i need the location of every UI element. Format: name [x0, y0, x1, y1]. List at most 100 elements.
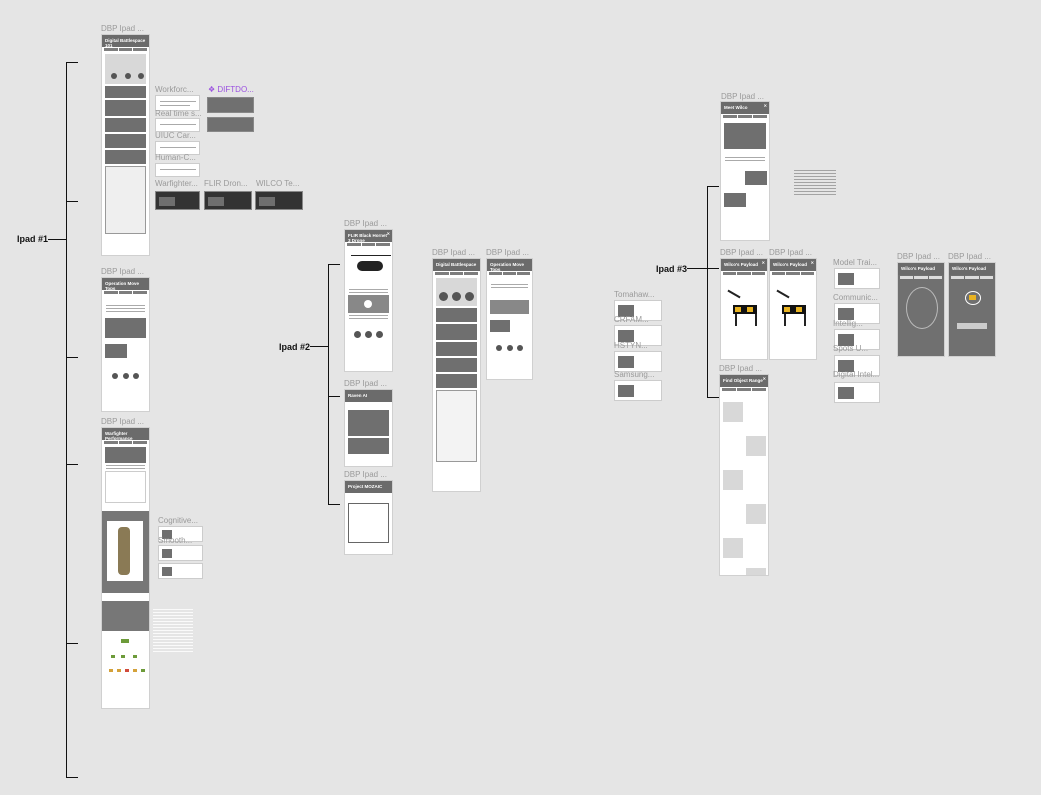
- frame-header: Wilco's Payload: [898, 263, 944, 275]
- annotation-text: [794, 170, 836, 196]
- frame-label[interactable]: WILCO Te...: [256, 179, 300, 188]
- frame-label[interactable]: Human-C...: [155, 153, 196, 162]
- bracket-tick: [707, 397, 719, 398]
- tab-bar[interactable]: [102, 290, 149, 295]
- frame-label[interactable]: Smooth...: [158, 536, 193, 545]
- bracket-vertical: [328, 264, 329, 505]
- tab-bar[interactable]: [102, 47, 149, 52]
- popup-card[interactable]: [155, 118, 200, 132]
- popup-card[interactable]: [158, 526, 203, 542]
- frame-label[interactable]: DBP Ipad ...: [101, 417, 144, 426]
- content-block: [105, 86, 146, 98]
- frame-header: Digital Battlespace: [433, 259, 480, 271]
- frame-label[interactable]: DBP Ipad ...: [897, 252, 940, 261]
- intro-panel: [105, 54, 146, 84]
- popup-card[interactable]: [158, 545, 203, 561]
- component-label[interactable]: ❖ DIFTDO...: [208, 85, 254, 94]
- frame-label[interactable]: Workforc...: [155, 85, 194, 94]
- cbrn-panel: [105, 166, 146, 234]
- frame-header: Raven AI: [345, 390, 392, 402]
- frame-label[interactable]: UIUC Car...: [155, 131, 196, 140]
- circles-row: [105, 366, 146, 382]
- frame-label[interactable]: Tomahaw...: [614, 290, 655, 299]
- ipad-frame-meet-wilco[interactable]: Meet Wilco✕: [720, 101, 770, 241]
- bracket-connector: [687, 268, 707, 269]
- frame-label[interactable]: Spots U...: [833, 344, 869, 353]
- popup-card[interactable]: [207, 97, 254, 113]
- frame-label[interactable]: Cognitive...: [158, 516, 199, 525]
- frame-label[interactable]: DBP Ipad ...: [721, 92, 764, 101]
- ipad-frame-wilco-payload-2[interactable]: Wilco's Payload✕: [769, 258, 817, 360]
- bracket-tick: [707, 186, 719, 187]
- frame-label[interactable]: DBP Ipad ...: [486, 248, 529, 257]
- frame-label[interactable]: Warfighter...: [155, 179, 198, 188]
- ipad-frame-wilco-payload[interactable]: Wilco's Payload✕: [720, 258, 768, 360]
- ipad-frame-wilco-payload-3[interactable]: Wilco's Payload: [897, 262, 945, 357]
- ipad-frame-mozaic[interactable]: Project MOZAIC: [344, 480, 393, 555]
- frame-label[interactable]: DBP Ipad ...: [432, 248, 475, 257]
- popup-card[interactable]: [834, 355, 880, 376]
- content-block: [105, 118, 146, 132]
- popup-card[interactable]: [614, 325, 662, 346]
- popup-card[interactable]: [834, 268, 880, 289]
- soldier-panel: [102, 511, 149, 593]
- content-block: [105, 344, 127, 358]
- popup-card[interactable]: [204, 191, 252, 210]
- frame-label[interactable]: Samsung...: [614, 370, 655, 379]
- org-chart: [105, 635, 146, 693]
- robot-dog-image: [725, 289, 765, 331]
- bracket-connector: [48, 239, 66, 240]
- bracket-tick: [66, 464, 78, 465]
- popup-card[interactable]: [834, 329, 880, 350]
- frame-label[interactable]: Real time s...: [155, 109, 202, 118]
- frame-label[interactable]: DBP Ipad ...: [101, 24, 144, 33]
- group-label-ipad1: Ipad #1: [17, 234, 49, 244]
- popup-card[interactable]: [158, 563, 203, 579]
- ipad-frame-raven[interactable]: Raven AI: [344, 389, 393, 467]
- popup-card[interactable]: [834, 382, 880, 403]
- frame-label[interactable]: Communic...: [833, 293, 878, 302]
- frame-label[interactable]: Model Trai...: [833, 258, 878, 267]
- map-block: [105, 318, 146, 338]
- frame-label[interactable]: DBP Ipad ...: [344, 219, 387, 228]
- frame-label[interactable]: FLIR Dron...: [204, 179, 248, 188]
- bracket-tick: [707, 268, 719, 269]
- ipad-frame-digital-battlespace-2[interactable]: Digital Battlespace: [432, 258, 481, 492]
- frame-label[interactable]: DBP Ipad ...: [101, 267, 144, 276]
- popup-card[interactable]: [155, 95, 200, 111]
- frame-header: Wilco's Payload: [949, 263, 995, 275]
- frame-label[interactable]: CRFAM...: [614, 315, 649, 324]
- bracket-vertical: [707, 186, 708, 397]
- frame-label[interactable]: DBP Ipad ...: [948, 252, 991, 261]
- group-label-ipad3: Ipad #3: [656, 264, 688, 274]
- frame-label[interactable]: DBP Ipad ...: [344, 470, 387, 479]
- frame-label[interactable]: DBP Ipad ...: [769, 248, 812, 257]
- ipad-frame-operation-move-2[interactable]: Operation Move Tops: [486, 258, 533, 380]
- tab-bar[interactable]: [102, 440, 149, 445]
- popup-card[interactable]: [155, 163, 200, 177]
- ipad-frame-wilco-payload-4[interactable]: Wilco's Payload: [948, 262, 996, 357]
- frame-label[interactable]: Digital Intel...: [833, 370, 880, 379]
- popup-card[interactable]: [834, 303, 880, 324]
- frame-label[interactable]: HSTYN...: [614, 341, 648, 350]
- mission-report: [436, 390, 477, 462]
- popup-card[interactable]: [614, 300, 662, 321]
- frame-label[interactable]: DBP Ipad ...: [719, 364, 762, 373]
- popup-card[interactable]: [155, 141, 200, 155]
- popup-card[interactable]: [614, 380, 662, 401]
- content-block: [105, 150, 146, 164]
- ipad-frame-operation-move[interactable]: Operation Move Tops: [101, 277, 150, 412]
- frame-label[interactable]: DBP Ipad ...: [720, 248, 763, 257]
- ipad-frame-warfighter[interactable]: Warfighter Performance: [101, 427, 150, 709]
- popup-card[interactable]: [155, 191, 200, 210]
- popup-card[interactable]: [614, 351, 662, 372]
- ipad-frame-flir[interactable]: FLIR Black Hornet 3 Drone✕: [344, 229, 393, 372]
- group-label-ipad2: Ipad #2: [279, 342, 311, 352]
- frame-label[interactable]: DBP Ipad ...: [344, 379, 387, 388]
- ipad-frame-digital-battlespace[interactable]: Digital Battlespace 101: [101, 34, 150, 256]
- popup-card[interactable]: [207, 117, 254, 132]
- popup-card[interactable]: [255, 191, 303, 210]
- ipad-frame-find-object[interactable]: Find Object Range✕: [719, 374, 769, 576]
- frame-label[interactable]: Intellig...: [833, 319, 863, 328]
